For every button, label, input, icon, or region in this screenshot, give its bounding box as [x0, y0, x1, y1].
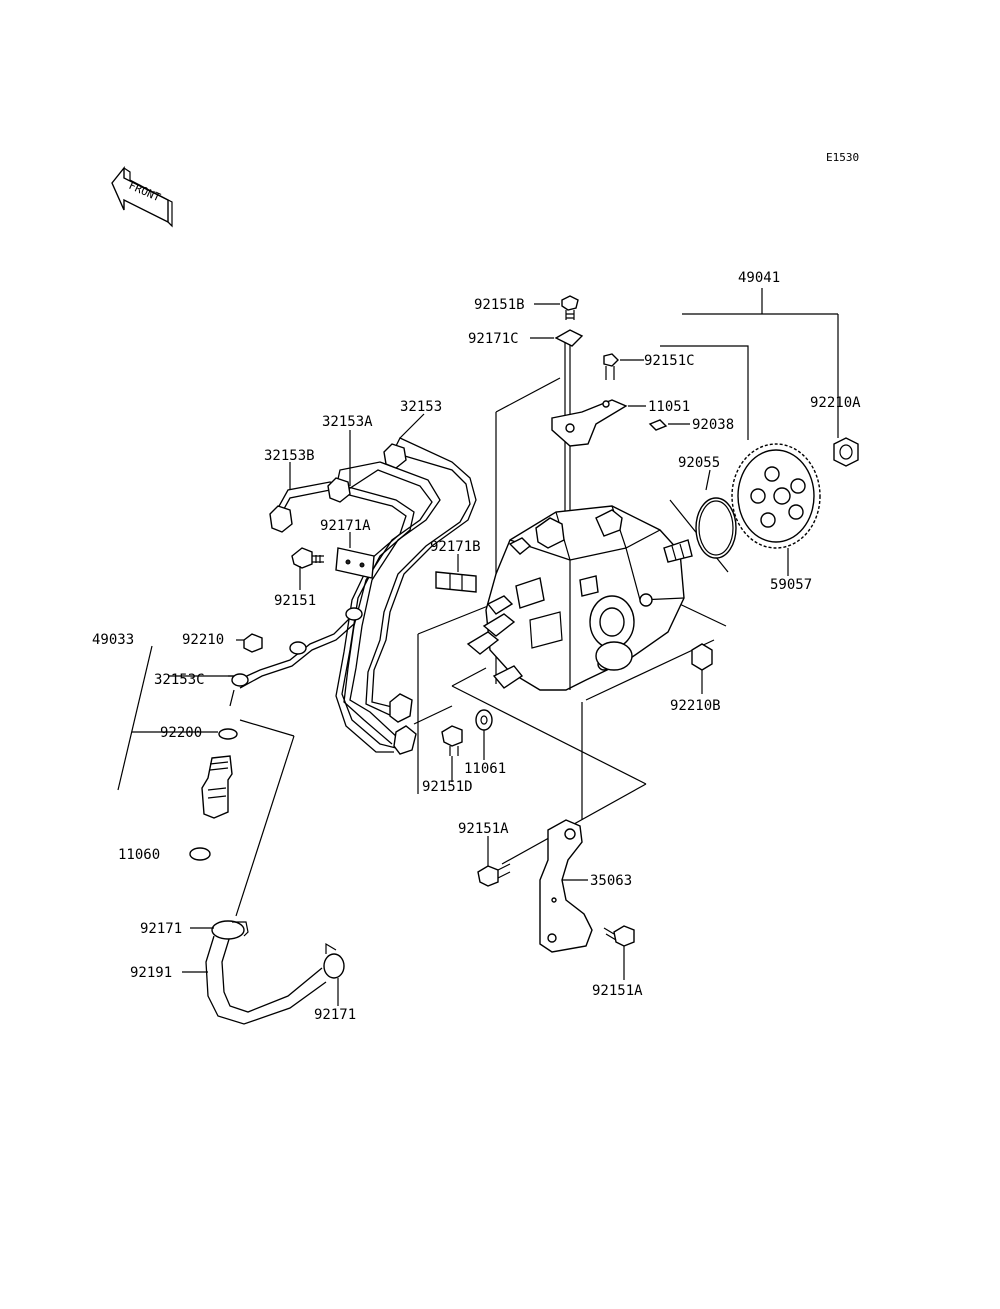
- bolt-92151D: [441, 725, 463, 756]
- diagram-code: E1530: [826, 151, 859, 164]
- hose-92191: [205, 935, 327, 1025]
- label-35063: 35063: [590, 873, 632, 889]
- bolt-92151B: [561, 295, 579, 320]
- callout-leaders: [182, 303, 789, 1006]
- clip-92171C: [554, 329, 584, 347]
- label-32153A: 32153A: [322, 414, 373, 430]
- label-92191: 92191: [130, 965, 172, 981]
- bolt-92151C: [603, 353, 619, 380]
- label-11061: 11061: [464, 761, 506, 777]
- hose-clamp-92171-bottom: [323, 942, 345, 979]
- injection-pipes: [269, 437, 477, 755]
- label-59057: 59057: [770, 577, 812, 593]
- bracket-11051: [551, 399, 628, 447]
- bolt-92151A-top: [477, 863, 511, 887]
- gear-59057: [731, 443, 821, 549]
- label-92151A-bottom: 92151A: [592, 983, 643, 999]
- label-92171A: 92171A: [320, 518, 371, 534]
- label-92151B: 92151B: [474, 297, 525, 313]
- nut-92210: [243, 633, 263, 653]
- label-92151A-top: 92151A: [458, 821, 509, 837]
- leak-off-pipe-32153C: [229, 607, 363, 707]
- label-92151C: 92151C: [644, 353, 695, 369]
- label-92200: 92200: [160, 725, 202, 741]
- washer-11061: [475, 709, 493, 731]
- bolt-92151: [291, 547, 324, 569]
- injector-nozzle: [201, 755, 233, 819]
- pipe-clamp-92171B: [435, 571, 477, 593]
- bracket-35063: [539, 819, 593, 953]
- label-32153B: 32153B: [264, 448, 315, 464]
- label-92210A: 92210A: [810, 395, 861, 411]
- pipe-clamp-92171A: [335, 547, 375, 579]
- label-92055: 92055: [678, 455, 720, 471]
- label-49041: 49041: [738, 270, 780, 286]
- front-arrow-icon: FRONT: [111, 166, 173, 228]
- washer-11060: [189, 847, 211, 861]
- key-92038: [648, 419, 668, 431]
- label-92171-left: 92171: [140, 921, 182, 937]
- injection-pump: [466, 505, 693, 691]
- label-92038: 92038: [692, 417, 734, 433]
- washer-92200: [218, 728, 238, 740]
- nut-92210B: [691, 643, 713, 671]
- label-92171-bottom: 92171: [314, 1007, 356, 1023]
- label-49033: 49033: [92, 632, 134, 648]
- nut-92210A: [833, 437, 859, 467]
- label-92210: 92210: [182, 632, 224, 648]
- label-92210B: 92210B: [670, 698, 721, 714]
- label-92171B: 92171B: [430, 539, 481, 555]
- label-92151: 92151: [274, 593, 316, 609]
- bolt-92151A-bottom: [603, 925, 635, 947]
- label-32153C: 32153C: [154, 672, 205, 688]
- label-11051: 11051: [648, 399, 690, 415]
- label-92171C: 92171C: [468, 331, 519, 347]
- label-32153: 32153: [400, 399, 442, 415]
- label-11060: 11060: [118, 847, 160, 863]
- o-ring-92055: [695, 497, 737, 559]
- leader-lines: [117, 288, 839, 917]
- hose-clamp-92171-left: [211, 920, 249, 940]
- label-92151D: 92151D: [422, 779, 473, 795]
